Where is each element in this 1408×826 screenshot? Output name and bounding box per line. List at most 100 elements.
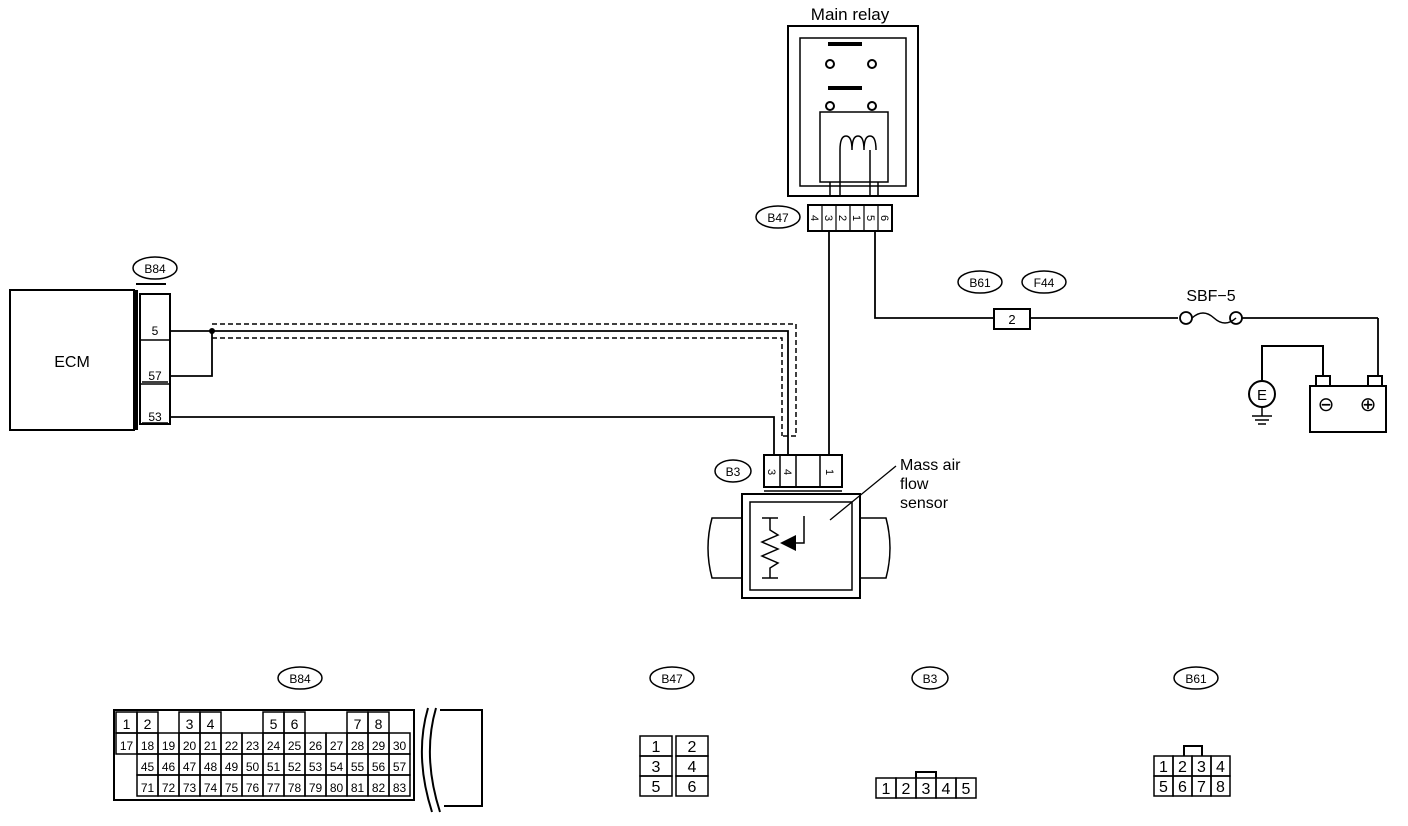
b47-terminal-1: 1 xyxy=(850,215,862,221)
ecm-terminal-5: 5 xyxy=(152,324,159,338)
f44-tag-label: F44 xyxy=(1034,276,1055,290)
b84-pin-54: 54 xyxy=(330,760,344,774)
b47-face-pin-3: 3 xyxy=(652,759,661,776)
b61-face-pin-6: 6 xyxy=(1178,779,1187,796)
b84-pin-76: 76 xyxy=(246,781,260,795)
b61-tag-label: B61 xyxy=(969,276,991,290)
b61-face-latch xyxy=(1183,745,1203,756)
b47-face-tag: B47 xyxy=(649,666,695,690)
b84-pin-81: 81 xyxy=(351,781,365,795)
shield-wire xyxy=(212,323,797,437)
maf-sensor-label-line2: flow xyxy=(900,476,929,493)
b84-pin-80: 80 xyxy=(330,781,344,795)
b84-pin-21: 21 xyxy=(204,739,218,753)
b47-face-pin-2: 2 xyxy=(688,739,697,756)
b84-pin-74: 74 xyxy=(204,781,218,795)
b61-face-pin-3: 3 xyxy=(1197,759,1206,776)
b61-face-pin-5: 5 xyxy=(1159,779,1168,796)
main-relay xyxy=(787,25,919,197)
b3-face-pin-4: 4 xyxy=(942,781,951,798)
fuse-sbf5 xyxy=(1179,311,1243,325)
b84-pin-18: 18 xyxy=(141,739,155,753)
b47-tag: B47 xyxy=(755,205,801,229)
b3-face-pin-3: 3 xyxy=(922,781,931,798)
b84-pin-22: 22 xyxy=(225,739,239,753)
b3-tag-label: B3 xyxy=(726,465,741,479)
b47-tag-label: B47 xyxy=(767,211,789,225)
b84-pin-72: 72 xyxy=(162,781,176,795)
b84-pin-55: 55 xyxy=(351,760,365,774)
b84-pin-79: 79 xyxy=(309,781,323,795)
b84-pin-49: 49 xyxy=(225,760,239,774)
b47-face-pin-1: 1 xyxy=(652,739,661,756)
b84-face-cutaway xyxy=(420,707,441,813)
b84-pin-57: 57 xyxy=(393,760,407,774)
b84-pin-71: 71 xyxy=(141,781,155,795)
b61-inline-connector: 2 xyxy=(993,308,1031,330)
b84-pin-6: 6 xyxy=(291,716,299,732)
b84-face-tag: B84 xyxy=(277,666,323,690)
b84-pin-7: 7 xyxy=(354,716,362,732)
b3-tag: B3 xyxy=(714,459,752,483)
b84-pin-30: 30 xyxy=(393,739,407,753)
b61-face-pin-8: 8 xyxy=(1216,779,1225,796)
b47-face-pin-5: 5 xyxy=(652,779,661,796)
fuse-label: SBF−5 xyxy=(1186,288,1235,305)
b84-face-housing xyxy=(440,709,483,807)
b84-pin-24: 24 xyxy=(267,739,281,753)
b84-pin-20: 20 xyxy=(183,739,197,753)
b84-pin-29: 29 xyxy=(372,739,386,753)
b84-pin-73: 73 xyxy=(183,781,197,795)
b3-face-pin-2: 2 xyxy=(902,781,911,798)
b47-face-pin-6-cell xyxy=(675,775,709,797)
b47-face-pin-4: 4 xyxy=(688,759,697,776)
b84-pin-45: 45 xyxy=(141,760,155,774)
f44-tag: F44 xyxy=(1021,270,1067,294)
b61-face-tag-label: B61 xyxy=(1185,672,1207,686)
b84-pin-17: 17 xyxy=(120,739,134,753)
b84-pin-8: 8 xyxy=(375,716,383,732)
maf-sensor xyxy=(707,465,897,599)
b84-tag: B84 xyxy=(132,256,178,280)
b61-face-tag: B61 xyxy=(1173,666,1219,690)
b84-pin-19: 19 xyxy=(162,739,176,753)
ground-symbol xyxy=(1248,380,1276,425)
b84-pin-83-cell xyxy=(388,774,411,797)
b84-pin-53: 53 xyxy=(309,760,323,774)
b84-pin-5: 5 xyxy=(270,716,278,732)
b84-pin-82: 82 xyxy=(372,781,386,795)
b61-tag: B61 xyxy=(957,270,1003,294)
maf-sensor-label-line3: sensor xyxy=(900,495,949,512)
b61-terminal-2: 2 xyxy=(1008,312,1015,327)
b47-face-tag-label: B47 xyxy=(661,672,683,686)
b84-pin-77: 77 xyxy=(267,781,281,795)
b84-pin-48: 48 xyxy=(204,760,218,774)
b84-pin-3: 3 xyxy=(186,716,194,732)
b47-terminal-5: 5 xyxy=(864,215,876,221)
b84-pin-56: 56 xyxy=(372,760,386,774)
main-relay-label: Main relay xyxy=(811,5,890,24)
b47-terminal-4: 4 xyxy=(808,215,820,221)
b84-pin-78: 78 xyxy=(288,781,302,795)
ecm-label: ECM xyxy=(54,354,90,371)
b84-pin-83: 83 xyxy=(393,781,407,795)
b3-face-pin-5: 5 xyxy=(962,781,971,798)
b84-face-tag-label: B84 xyxy=(289,672,311,686)
b3-terminal-strip xyxy=(763,454,843,492)
b84-pin-23: 23 xyxy=(246,739,260,753)
b84-pin-27: 27 xyxy=(330,739,344,753)
b84-pin-51: 51 xyxy=(267,760,281,774)
b84-pin-46: 46 xyxy=(162,760,176,774)
b84-pin-1: 1 xyxy=(123,716,131,732)
b84-pin-75: 75 xyxy=(225,781,239,795)
ecm xyxy=(9,289,171,431)
b61-face-pin-1: 1 xyxy=(1159,759,1168,776)
b84-face-outline xyxy=(113,709,415,801)
b61-face-pin-2: 2 xyxy=(1178,759,1187,776)
b47-terminal-3: 3 xyxy=(822,215,834,221)
